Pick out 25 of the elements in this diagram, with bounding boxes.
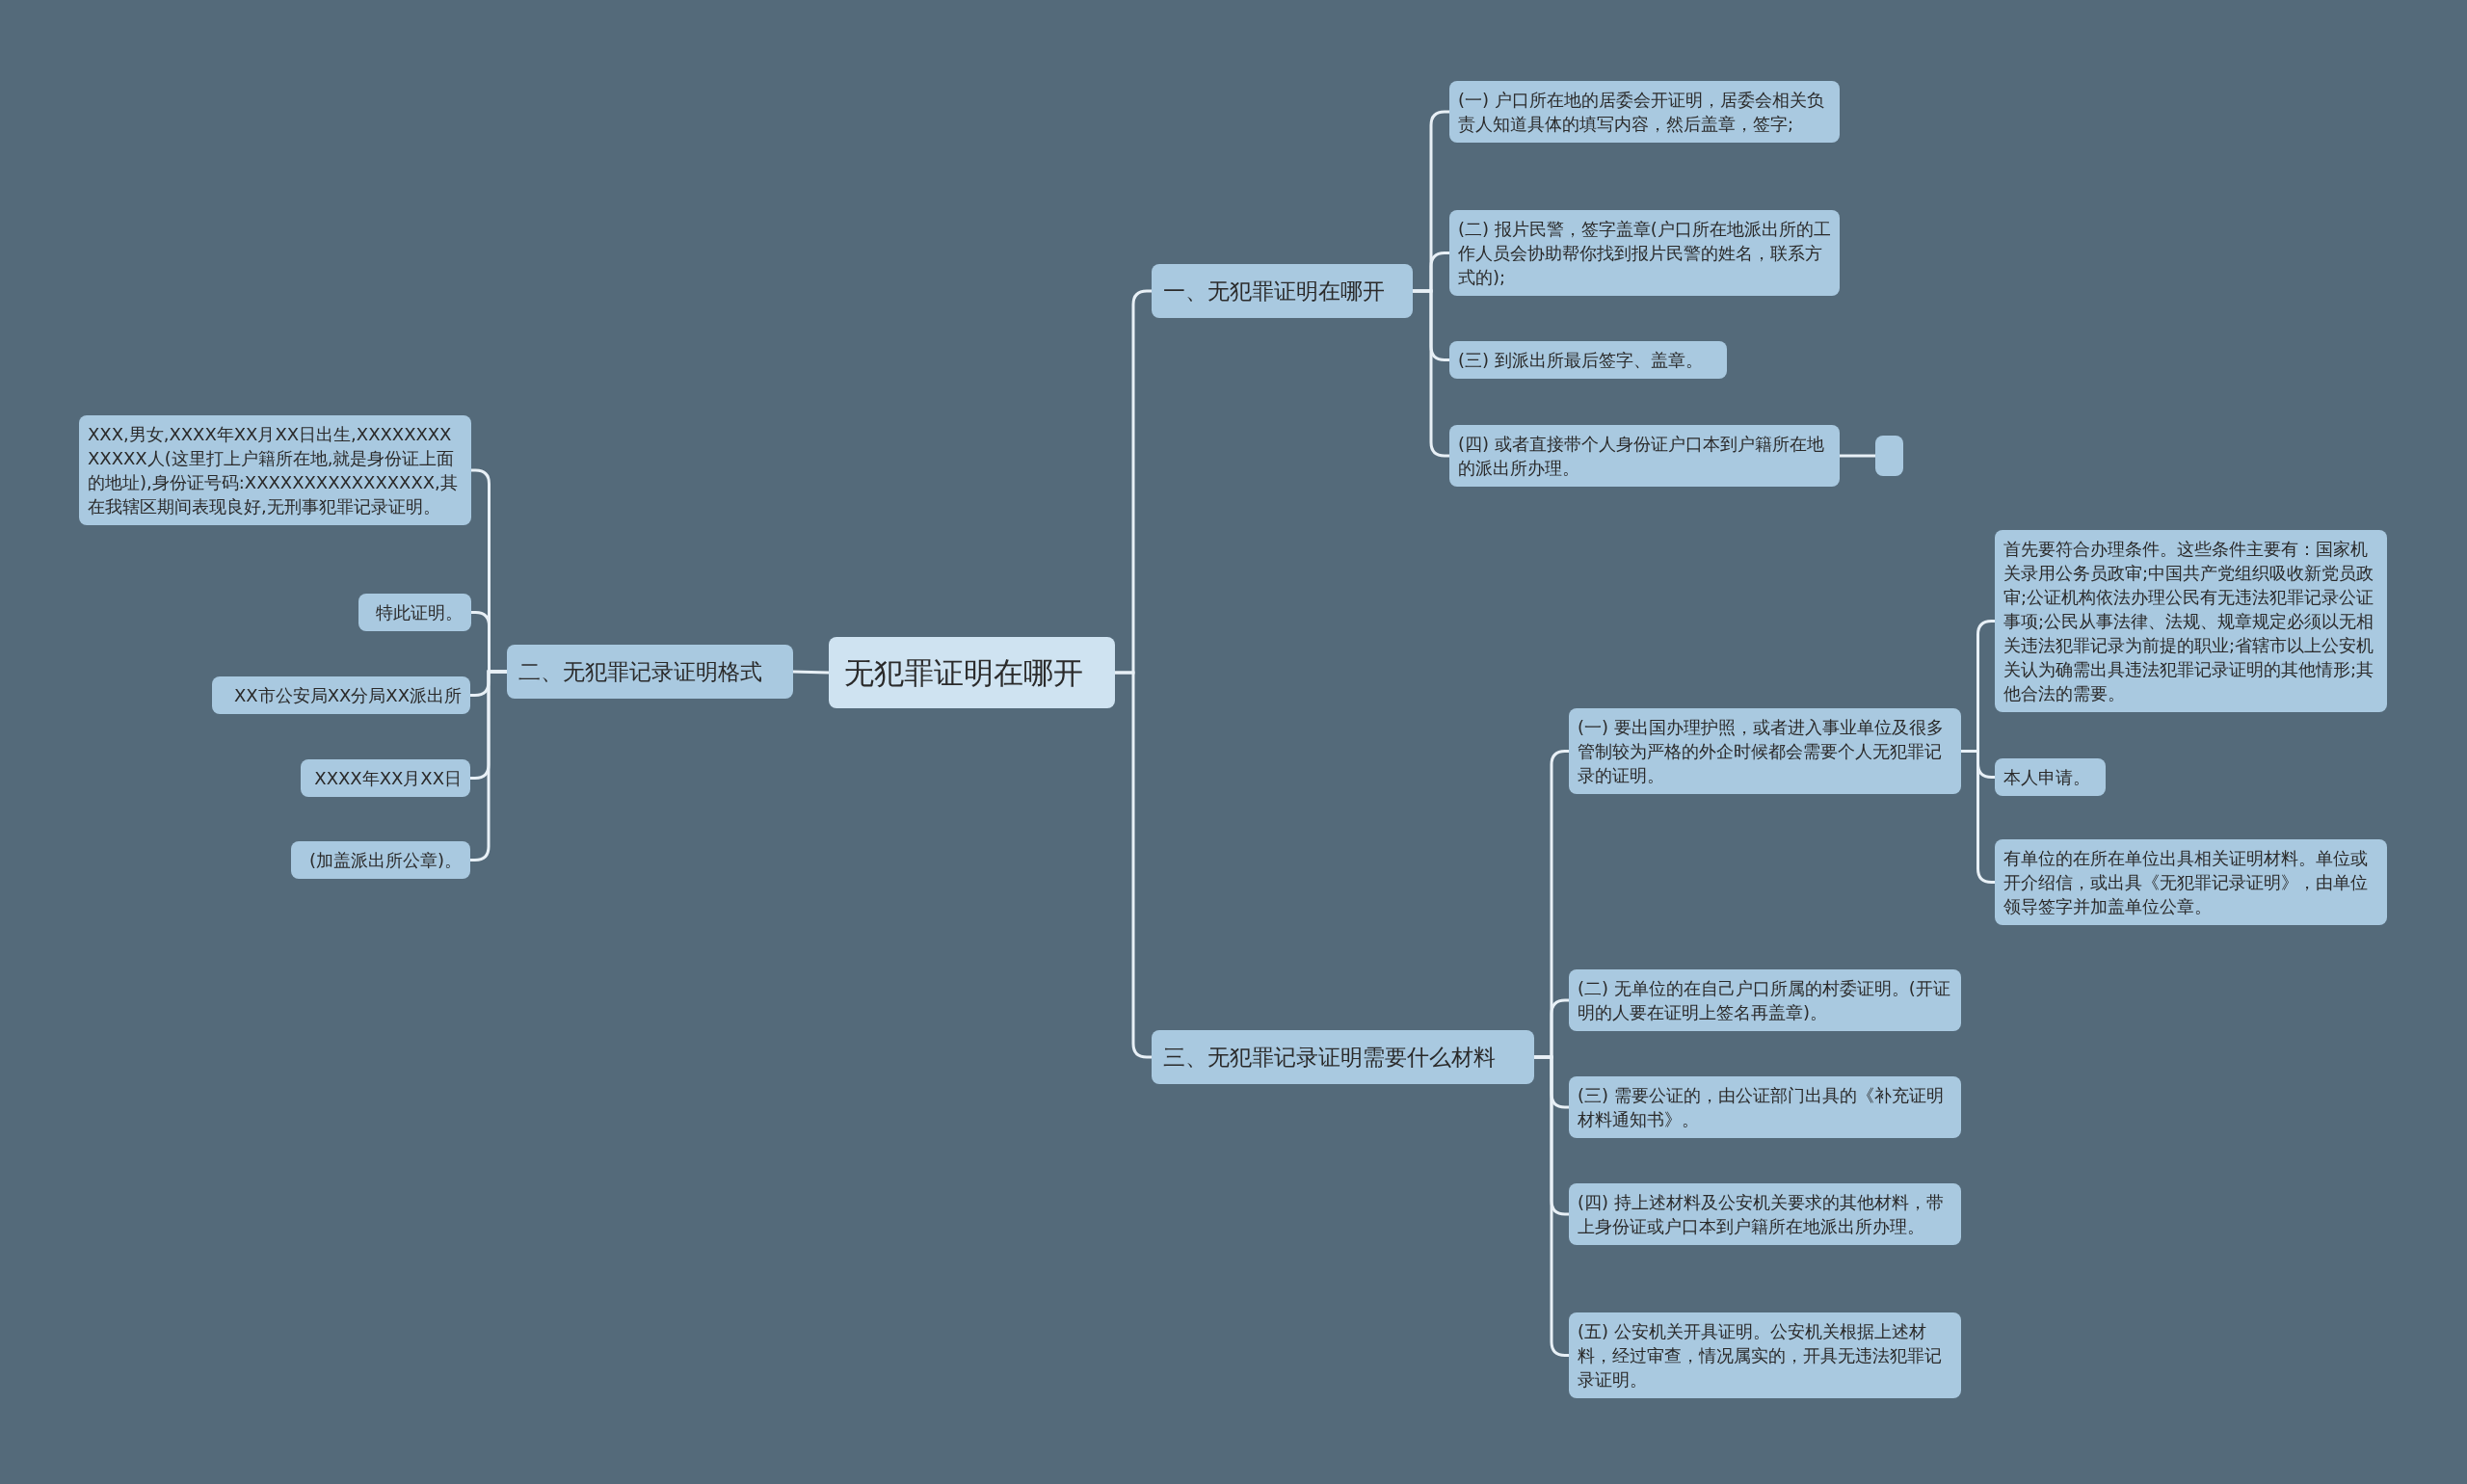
empty-box [1875, 436, 1903, 476]
leaf-box: XXXX年XX月XX日 [301, 759, 470, 797]
leaf-box: (三) 到派出所最后签字、盖章。 [1449, 341, 1727, 379]
topic-box: 无犯罪证明在哪开 [829, 637, 1115, 708]
leaf-box: XXX,男女,XXXX年XX月XX日出生,XXXXXXXXXXXXX人(这里打上户籍所在地,就是身份证上面的地址),身份证号码:XXXXXXXXXXXXXXXX,其在我辖区期间表现良好,无刑事犯罪记录证明。 [79, 415, 471, 525]
branch-box: 一、无犯罪证明在哪开 [1152, 264, 1413, 318]
leaf-box: (五) 公安机关开具证明。公安机关根据上述材料，经过审查，情况属实的，开具无违法犯罪记录证明。 [1569, 1312, 1961, 1398]
leaf-box: (二) 无单位的在自己户口所属的村委证明。(开证明的人要在证明上签名再盖章)。 [1569, 969, 1961, 1031]
leaf-box: 首先要符合办理条件。这些条件主要有：国家机关录用公务员政审;中国共产党组织吸收新党员政审;公证机构依法办理公民有无违法犯罪记录公证事项;公民从事法律、法规、规章规定必须以无相关违法犯罪记录为前提的职业;省辖市以上公安机关认为确需出具违法犯罪记录证明的其他情形;其他合法的需要。 [1995, 530, 2387, 712]
leaf-box: (一) 户口所在地的居委会开证明，居委会相关负责人知道具体的填写内容，然后盖章，签字; [1449, 81, 1840, 143]
leaf-box: (四) 或者直接带个人身份证户口本到户籍所在地的派出所办理。 [1449, 425, 1840, 487]
leaf-box: 特此证明。 [358, 594, 471, 631]
leaf-box: (四) 持上述材料及公安机关要求的其他材料，带上身份证或户口本到户籍所在地派出所办理。 [1569, 1183, 1961, 1245]
leaf-box: 有单位的在所在单位出具相关证明材料。单位或开介绍信，或出具《无犯罪记录证明》，由单位领导签字并加盖单位公章。 [1995, 839, 2387, 925]
connector-line [792, 670, 830, 675]
leaf-box: 本人申请。 [1995, 758, 2106, 796]
connector-line [1413, 289, 1449, 458]
leaf-box: (加盖派出所公章)。 [291, 841, 470, 879]
leaf-box: XX市公安局XX分局XX派出所 [212, 676, 470, 714]
branch-box: 三、无犯罪记录证明需要什么材料 [1152, 1030, 1534, 1084]
leaf-box: (二) 报片民警，签字盖章(户口所在地派出所的工作人员会协助帮你找到报片民警的姓名，联系方式的); [1449, 210, 1840, 296]
leaf-box: (三) 需要公证的，由公证部门出具的《补充证明材料通知书》。 [1569, 1076, 1961, 1138]
leaf-box: (一) 要出国办理护照，或者进入事业单位及很多管制较为严格的外企时候都会需要个人无犯罪记录的证明。 [1569, 708, 1961, 794]
connector-line [1840, 454, 1875, 458]
branch-box: 二、无犯罪记录证明格式 [507, 645, 793, 699]
